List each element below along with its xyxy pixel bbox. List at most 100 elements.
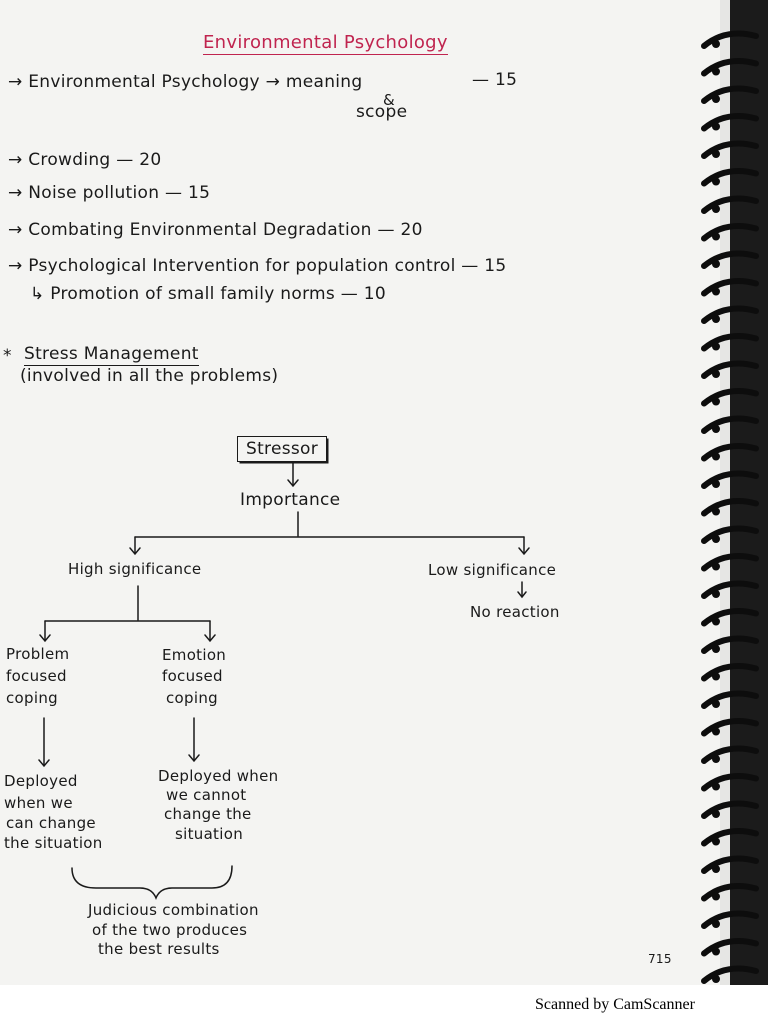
spiral-coil (701, 800, 759, 819)
stress-management-note: (involved in all the problems) (20, 366, 279, 386)
deployed-change-line4: the situation (4, 834, 103, 852)
spiral-coil (701, 690, 759, 709)
binding-hole (712, 590, 720, 598)
spiral-coil (701, 195, 759, 214)
spiral-coil (701, 525, 759, 544)
spiral-coil (701, 360, 759, 379)
binding-hole (712, 617, 720, 626)
binding-hole (712, 727, 720, 736)
deployed-change-line3: can change (6, 814, 96, 832)
high-significance-label: High significance (68, 560, 202, 578)
binding-hole (712, 232, 720, 241)
binding-hole (712, 947, 720, 956)
star-bullet: * (3, 346, 12, 366)
binding-hole (712, 425, 720, 433)
binding-hole (712, 67, 720, 76)
spiral-coil (701, 855, 759, 874)
spiral-coil (701, 965, 759, 984)
spiral-coil (701, 278, 759, 297)
page-title: Environmental Psychology (203, 32, 448, 55)
problem-focused-line3: coping (6, 689, 58, 707)
binding-hole (712, 397, 720, 406)
deployed-change-line2: when we (4, 794, 73, 812)
judicious-line3: the best results (98, 940, 220, 958)
topic-population-control: → Psychological Intervention for populat… (8, 256, 507, 276)
spiral-coil (701, 608, 759, 627)
topic-environmental-degradation: → Combating Environmental Degradation — … (8, 220, 423, 240)
topic-noise-pollution: → Noise pollution — 15 (8, 183, 211, 203)
binding-hole (712, 342, 720, 351)
binding-hole (712, 40, 720, 48)
problem-focused-line1: Problem (6, 645, 70, 663)
binding-hole (712, 287, 720, 296)
page-number: 715 (648, 952, 672, 966)
topic-meaning-marks: — 15 (472, 70, 518, 90)
binding-hole (712, 782, 720, 791)
spiral-binding-icon (701, 0, 768, 985)
binding-hole (712, 452, 720, 461)
binding-hole (712, 562, 720, 571)
binding-hole (712, 810, 720, 818)
spiral-coil (701, 443, 759, 462)
emotion-focused-line2: focused (162, 667, 223, 685)
spiral-coil (701, 113, 759, 132)
binding-hole (712, 122, 720, 131)
binding-hole (712, 865, 720, 873)
spiral-coil (701, 470, 759, 489)
spiral-coil (701, 250, 759, 269)
importance-label: Importance (240, 490, 341, 510)
spiral-coil (701, 828, 759, 847)
spiral-coil (701, 910, 759, 929)
binding-hole (712, 645, 720, 653)
binding-hole (712, 480, 720, 488)
binding-hole (712, 535, 720, 543)
spiral-coil (701, 635, 759, 654)
no-reaction-label: No reaction (470, 603, 560, 621)
emotion-focused-line1: Emotion (162, 646, 227, 664)
deployed-cannot-line1: Deployed when (158, 767, 279, 785)
spiral-coil (701, 223, 759, 242)
spiral-coil (701, 388, 759, 407)
binding-hole (712, 700, 720, 708)
spiral-coil (701, 85, 759, 104)
binding-hole (712, 755, 720, 763)
scanner-footer: Scanned by CamScanner (535, 996, 695, 1013)
binding-hole (712, 920, 720, 928)
binding-hole (712, 260, 720, 268)
spiral-coil (701, 333, 759, 352)
deployed-change-line1: Deployed (4, 772, 78, 790)
topic-small-family-norms: ↳ Promotion of small family norms — 10 (30, 284, 387, 304)
spiral-coil (701, 553, 759, 572)
binding-hole (712, 370, 720, 378)
spiral-coil (701, 58, 759, 77)
topic-crowding: → Crowding — 20 (8, 150, 162, 170)
binding-hole (712, 177, 720, 186)
spiral-coil (701, 580, 759, 599)
binding-hole (712, 672, 720, 681)
spiral-coil (701, 718, 759, 737)
spiral-coil (701, 663, 759, 682)
spiral-coil (701, 773, 759, 792)
binding-hole (712, 892, 720, 901)
binding-hole (712, 507, 720, 516)
spiral-coil (701, 168, 759, 187)
binding-hole (712, 205, 720, 213)
spiral-coil (701, 883, 759, 902)
topic-meaning-scope: scope (356, 102, 408, 122)
spiral-coil (701, 938, 759, 957)
spiral-coil (701, 30, 759, 49)
emotion-focused-line3: coping (166, 689, 218, 707)
notebook-page: Environmental Psychology → Environmental… (0, 0, 720, 985)
deployed-cannot-line3: change the (164, 805, 252, 823)
topic-meaning: → Environmental Psychology → meaning (8, 72, 363, 92)
spiral-coil (701, 140, 759, 159)
binding-hole (712, 837, 720, 846)
problem-focused-line2: focused (6, 667, 67, 685)
binding-hole (712, 315, 720, 323)
spiral-coil (701, 415, 759, 434)
spiral-coil (701, 745, 759, 764)
binding-hole (712, 150, 720, 158)
deployed-cannot-line4: situation (175, 825, 243, 843)
spiral-coil (701, 498, 759, 517)
binding-hole (712, 95, 720, 103)
